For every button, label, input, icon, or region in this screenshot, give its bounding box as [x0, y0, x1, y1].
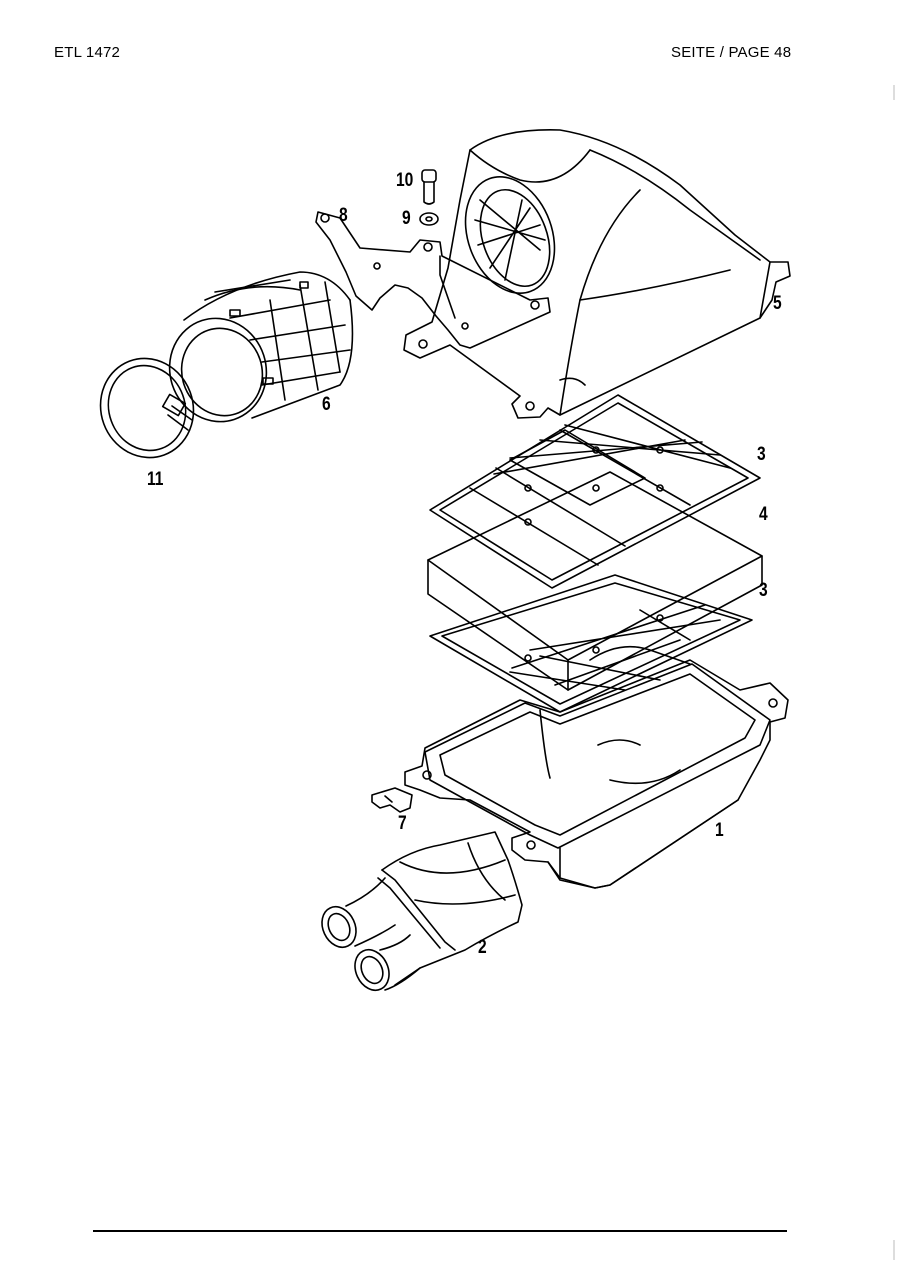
callout-4: 4 — [759, 504, 768, 525]
callout-3-upper: 3 — [757, 444, 766, 465]
callout-3-lower: 3 — [759, 580, 768, 601]
callout-6: 6 — [322, 394, 331, 415]
callout-8: 8 — [339, 205, 348, 226]
screw-part — [421, 169, 437, 205]
filter-grid-lower-part — [429, 574, 753, 713]
callout-5: 5 — [773, 293, 782, 314]
lower-housing-part — [404, 645, 789, 889]
intake-sleeve-part — [168, 271, 354, 423]
footer-rule — [93, 1230, 787, 1232]
callout-7: 7 — [398, 813, 407, 834]
intake-hood-part — [403, 129, 791, 419]
callout-11: 11 — [147, 469, 164, 490]
callout-10: 10 — [396, 170, 414, 191]
twin-intake-manifold-part — [321, 831, 523, 991]
scan-edge-mark — [893, 85, 895, 100]
filter-grid-upper-part — [429, 394, 761, 589]
callout-1: 1 — [715, 820, 724, 841]
page-number: SEITE / PAGE 48 — [671, 44, 792, 61]
hose-clamp-part — [99, 357, 195, 459]
mounting-bracket-part — [315, 211, 551, 349]
callout-9: 9 — [402, 208, 411, 229]
callout-2: 2 — [478, 937, 487, 958]
document-reference: ETL 1472 — [54, 44, 121, 61]
clip-part — [371, 787, 413, 813]
filter-element-part — [427, 471, 763, 691]
scan-edge-mark — [893, 1240, 895, 1260]
washer-part — [419, 212, 439, 226]
